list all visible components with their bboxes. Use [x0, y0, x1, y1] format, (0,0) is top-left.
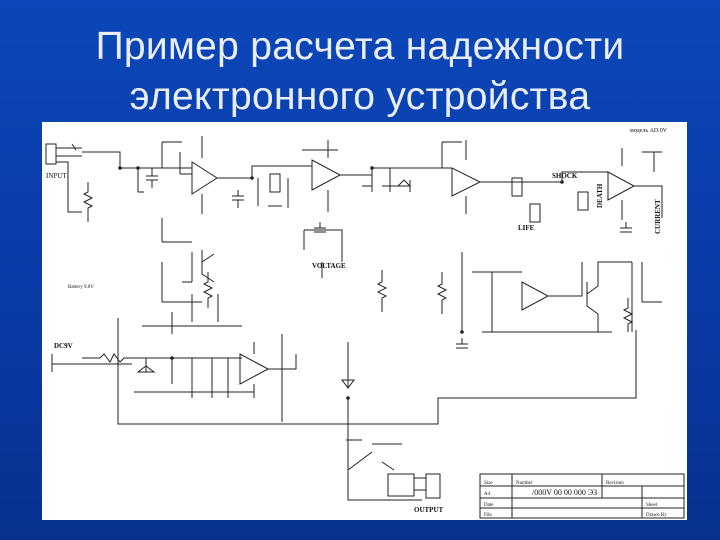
schematic-sheet: модель AD.0V INPUT Battery 9.0V DC9V SHO…	[42, 122, 687, 520]
titleblock-date-label: Date	[484, 503, 494, 508]
titleblock-drawn-label: Drawn By	[646, 513, 667, 518]
titleblock-number-label: Number	[516, 481, 533, 486]
title-line-1: Пример расчета надежности	[95, 25, 625, 68]
voltage-label: VOLTAGE	[312, 262, 346, 270]
circuit-schematic: модель AD.0V INPUT Battery 9.0V DC9V SHO…	[45, 128, 685, 519]
schematic-junctions	[118, 166, 564, 400]
shock-label: SHOCK	[552, 172, 578, 180]
life-label: LIFE	[518, 224, 535, 232]
slide-title: Пример расчета надежности электронного у…	[0, 22, 720, 122]
death-label: DEATH	[596, 183, 604, 208]
current-label: CURRENT	[654, 199, 662, 234]
titleblock-size-value: A4	[484, 492, 491, 497]
dc-label: DC9V	[54, 342, 73, 350]
titleblock-size-label: Size	[484, 481, 493, 486]
titleblock-number-value: /000V 00 00 000 Э3	[532, 488, 597, 497]
title-line-2: электронного устройства	[129, 75, 591, 118]
model-label: модель AD.0V	[630, 128, 668, 134]
titleblock-revision-label: Revision	[606, 481, 624, 486]
input-label: INPUT	[46, 172, 67, 180]
schematic-wiring	[45, 136, 685, 519]
battery-label: Battery 9.0V	[68, 285, 94, 290]
schematic-labels: модель AD.0V INPUT Battery 9.0V DC9V SHO…	[46, 128, 668, 518]
titleblock-sheet-label: Sheet	[646, 503, 658, 508]
titleblock-file-label: File	[484, 513, 493, 518]
output-label: OUTPUT	[414, 506, 444, 514]
